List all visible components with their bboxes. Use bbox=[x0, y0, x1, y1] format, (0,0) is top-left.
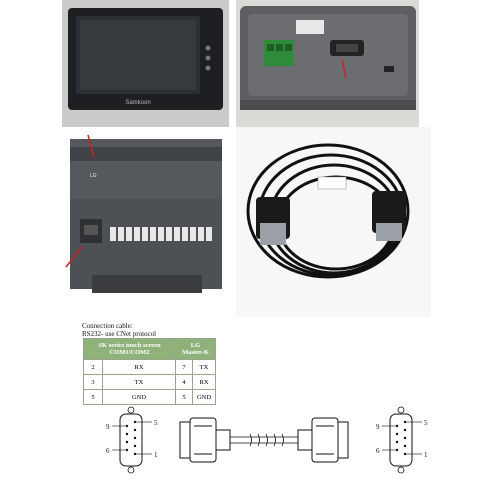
header-right: LG Master-K bbox=[175, 338, 216, 360]
signal-a: RX bbox=[102, 359, 176, 375]
right-cable-plug bbox=[297, 417, 349, 463]
connection-cable-caption: Connection cable: bbox=[82, 322, 133, 330]
table-row: 2 RX 7 TX bbox=[83, 359, 216, 375]
right-pin-9: 9 bbox=[376, 423, 380, 431]
hmi-back-photo bbox=[236, 0, 419, 127]
right-pin-5: 5 bbox=[424, 419, 428, 427]
signal-a: TX bbox=[102, 374, 176, 390]
signal-b: TX bbox=[192, 359, 216, 375]
cable-photo bbox=[236, 127, 431, 317]
left-pin-6: 6 bbox=[106, 447, 110, 455]
table-header-row: SK series touch screen COM1/COM2 LG Mast… bbox=[83, 338, 216, 360]
plc-label: LG bbox=[90, 173, 97, 179]
left-cable-plug bbox=[179, 417, 231, 463]
table-row: 3 TX 4 RX bbox=[83, 374, 216, 390]
right-pin-6: 6 bbox=[376, 447, 380, 455]
protocol-caption: RS232- use CNet protocol bbox=[82, 330, 157, 338]
header-left: SK series touch screen COM1/COM2 bbox=[83, 338, 176, 360]
header-right-line1: LG bbox=[190, 342, 201, 349]
left-pin-5: 5 bbox=[154, 419, 158, 427]
hmi-front-photo: Samkoon bbox=[62, 0, 229, 127]
header-left-line1: SK series touch screen bbox=[98, 342, 161, 349]
signal-b: GND bbox=[192, 389, 216, 405]
left-pin-1: 1 bbox=[154, 451, 158, 459]
pin-a: 2 bbox=[83, 359, 103, 375]
left-db9-connector: 9 5 6 1 bbox=[106, 406, 158, 474]
cable-line bbox=[230, 433, 298, 447]
right-pin-1: 1 bbox=[424, 451, 428, 459]
cable-diagram: 9 5 6 1 9 5 bbox=[106, 406, 428, 474]
pin-b: 4 bbox=[175, 374, 193, 390]
pin-b: 7 bbox=[175, 359, 193, 375]
plc-photo: LG bbox=[62, 127, 229, 317]
right-db9-connector: 9 5 6 1 bbox=[376, 406, 428, 474]
hmi-brand-label: Samkoon bbox=[125, 100, 150, 106]
header-left-line2: COM1/COM2 bbox=[109, 349, 150, 356]
left-pin-9: 9 bbox=[106, 423, 110, 431]
signal-b: RX bbox=[192, 374, 216, 390]
header-right-line2: Master-K bbox=[182, 349, 209, 356]
pin-a: 3 bbox=[83, 374, 103, 390]
pinout-table: SK series touch screen COM1/COM2 LG Mast… bbox=[83, 338, 216, 405]
table-row: 5 GND 5 GND bbox=[83, 389, 216, 405]
